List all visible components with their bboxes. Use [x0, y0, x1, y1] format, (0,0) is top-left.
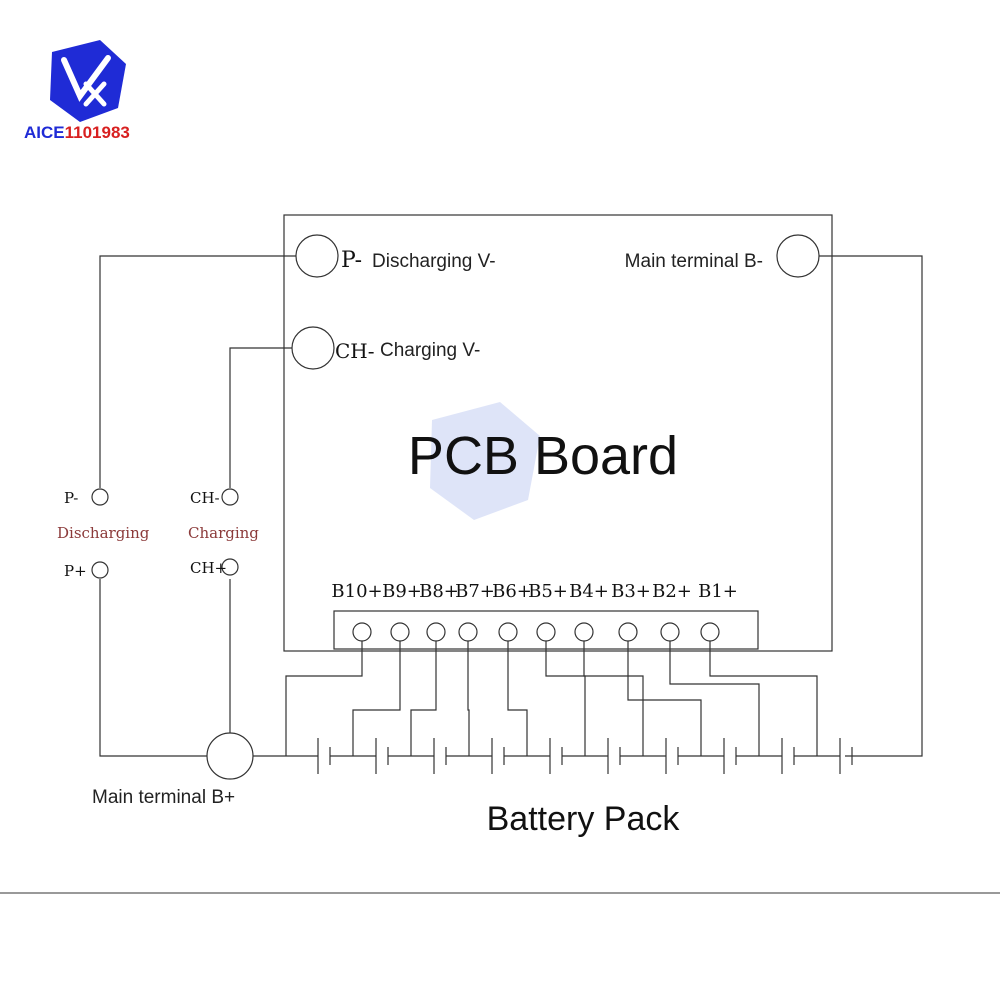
connector-pin-b8plus: [426, 622, 446, 642]
main-terminal-b-minus: [776, 234, 820, 278]
connector-pin-b6plus: [498, 622, 518, 642]
wordmark-blue: AICE: [24, 123, 65, 142]
wordmark-red: 1101983: [65, 123, 130, 142]
tap-wire-b6plus: [507, 641, 528, 756]
battery-pack-label: Battery Pack: [487, 800, 681, 838]
tap-wire-b3plus: [627, 641, 702, 756]
tap-wire-b1plus: [709, 641, 818, 756]
cell-tap-label-b10plus: B10+: [331, 581, 382, 602]
external-p-plus-label: P+: [64, 562, 87, 580]
brand-logo: AICE1101983: [24, 40, 130, 142]
pcb-ch-minus-terminal: [291, 326, 335, 370]
external-p-plus-terminal: [91, 561, 109, 579]
brand-wordmark: AICE1101983: [24, 123, 130, 142]
tap-wire-b9plus: [352, 641, 401, 756]
external-ch-plus-label: CH+: [190, 559, 227, 577]
discharging-v-label: Discharging V-: [372, 251, 496, 272]
connector-pin-b2plus: [660, 622, 680, 642]
cell-tap-label-b5plus: B5+: [528, 581, 568, 602]
cell-tap-label-b8plus: B8+: [419, 581, 459, 602]
pcb-ch-minus-pin-label: CH-: [335, 339, 375, 363]
charging-port-label: Charging: [188, 524, 259, 542]
cell-tap-label-b3plus: B3+: [611, 581, 651, 602]
watermark-logo: [430, 402, 540, 520]
external-wires: [99, 255, 923, 757]
cell-tap-label-b2plus: B2+: [652, 581, 692, 602]
external-ch-plus-terminal: [221, 558, 239, 576]
connector-pin-b10plus: [352, 622, 372, 642]
external-p-minus-terminal: [91, 488, 109, 506]
tap-wire-b4plus: [583, 641, 644, 756]
tap-wire-b2plus: [669, 641, 760, 756]
external-ch-minus-label: CH-: [190, 489, 220, 507]
connector-pin-b3plus: [618, 622, 638, 642]
tap-wire-b7plus: [467, 641, 470, 756]
main-terminal-b-minus-label: Main terminal B-: [625, 251, 763, 272]
cell-tap-label-b1plus: B1+: [698, 581, 738, 602]
main-terminal-b-plus-label: Main terminal B+: [92, 787, 235, 808]
cell-tap-label-b7plus: B7+: [455, 581, 495, 602]
pcb-board-outline: [283, 214, 833, 652]
tap-wire-b5plus: [545, 641, 586, 756]
cell-tap-label-b4plus: B4+: [569, 581, 609, 602]
tap-wire-b10plus: [285, 641, 363, 756]
pcb-p-minus-pin-label: P-: [341, 248, 362, 273]
cell-tap-label-b9plus: B9+: [382, 581, 422, 602]
tap-wire-b8plus: [410, 641, 437, 756]
pcb-p-minus-terminal: [295, 234, 339, 278]
external-p-minus-label: P-: [64, 489, 78, 507]
main-terminal-b-plus: [206, 732, 254, 780]
connector-pin-b4plus: [574, 622, 594, 642]
connector-pin-b5plus: [536, 622, 556, 642]
connector-pin-b1plus: [700, 622, 720, 642]
external-ch-minus-terminal: [221, 488, 239, 506]
discharging-port-label: Discharging: [57, 524, 150, 542]
cell-tap-label-b6plus: B6+: [492, 581, 532, 602]
connector-pin-b9plus: [390, 622, 410, 642]
pcb-board-title: PCB Board: [408, 426, 678, 486]
connector-pin-b7plus: [458, 622, 478, 642]
charging-v-label: Charging V-: [380, 340, 480, 361]
